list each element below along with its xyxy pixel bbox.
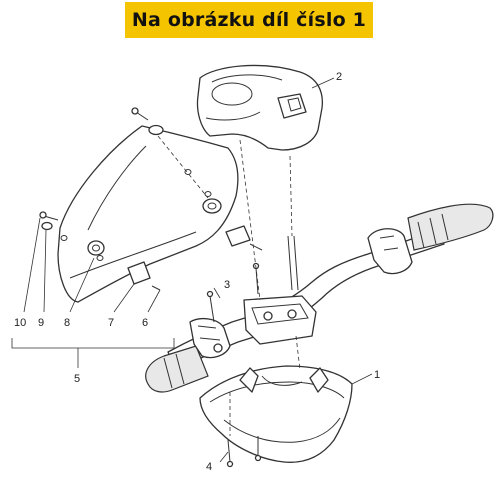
callout-2: 2 [336, 71, 342, 83]
screw-part-3 [206, 262, 260, 323]
callout-6: 6 [142, 317, 148, 329]
screw-top [131, 107, 164, 136]
banner-text: Na obrázku díl číslo 1 [131, 9, 367, 31]
upper-cover-part [196, 64, 324, 151]
callout-1: 1 [374, 369, 380, 381]
bracket-part [127, 225, 263, 291]
center-clamp-part [243, 235, 317, 345]
grommet-part [87, 198, 222, 256]
leader-lines [11, 77, 373, 463]
callout-4: 4 [206, 461, 212, 473]
callout-5: 5 [74, 373, 80, 385]
callout-3: 3 [224, 279, 230, 291]
windscreen-part [57, 125, 239, 303]
callout-9: 9 [38, 317, 44, 329]
screw-part-4 [226, 436, 262, 468]
screw-left [39, 211, 59, 231]
callout-8: 8 [64, 317, 70, 329]
part-number-banner: Na obrázku díl číslo 1 [125, 2, 373, 38]
lower-cover-part [199, 365, 353, 463]
callout-7: 7 [108, 317, 114, 329]
callout-10: 10 [14, 317, 26, 329]
assembly-guide-lines [157, 135, 301, 436]
